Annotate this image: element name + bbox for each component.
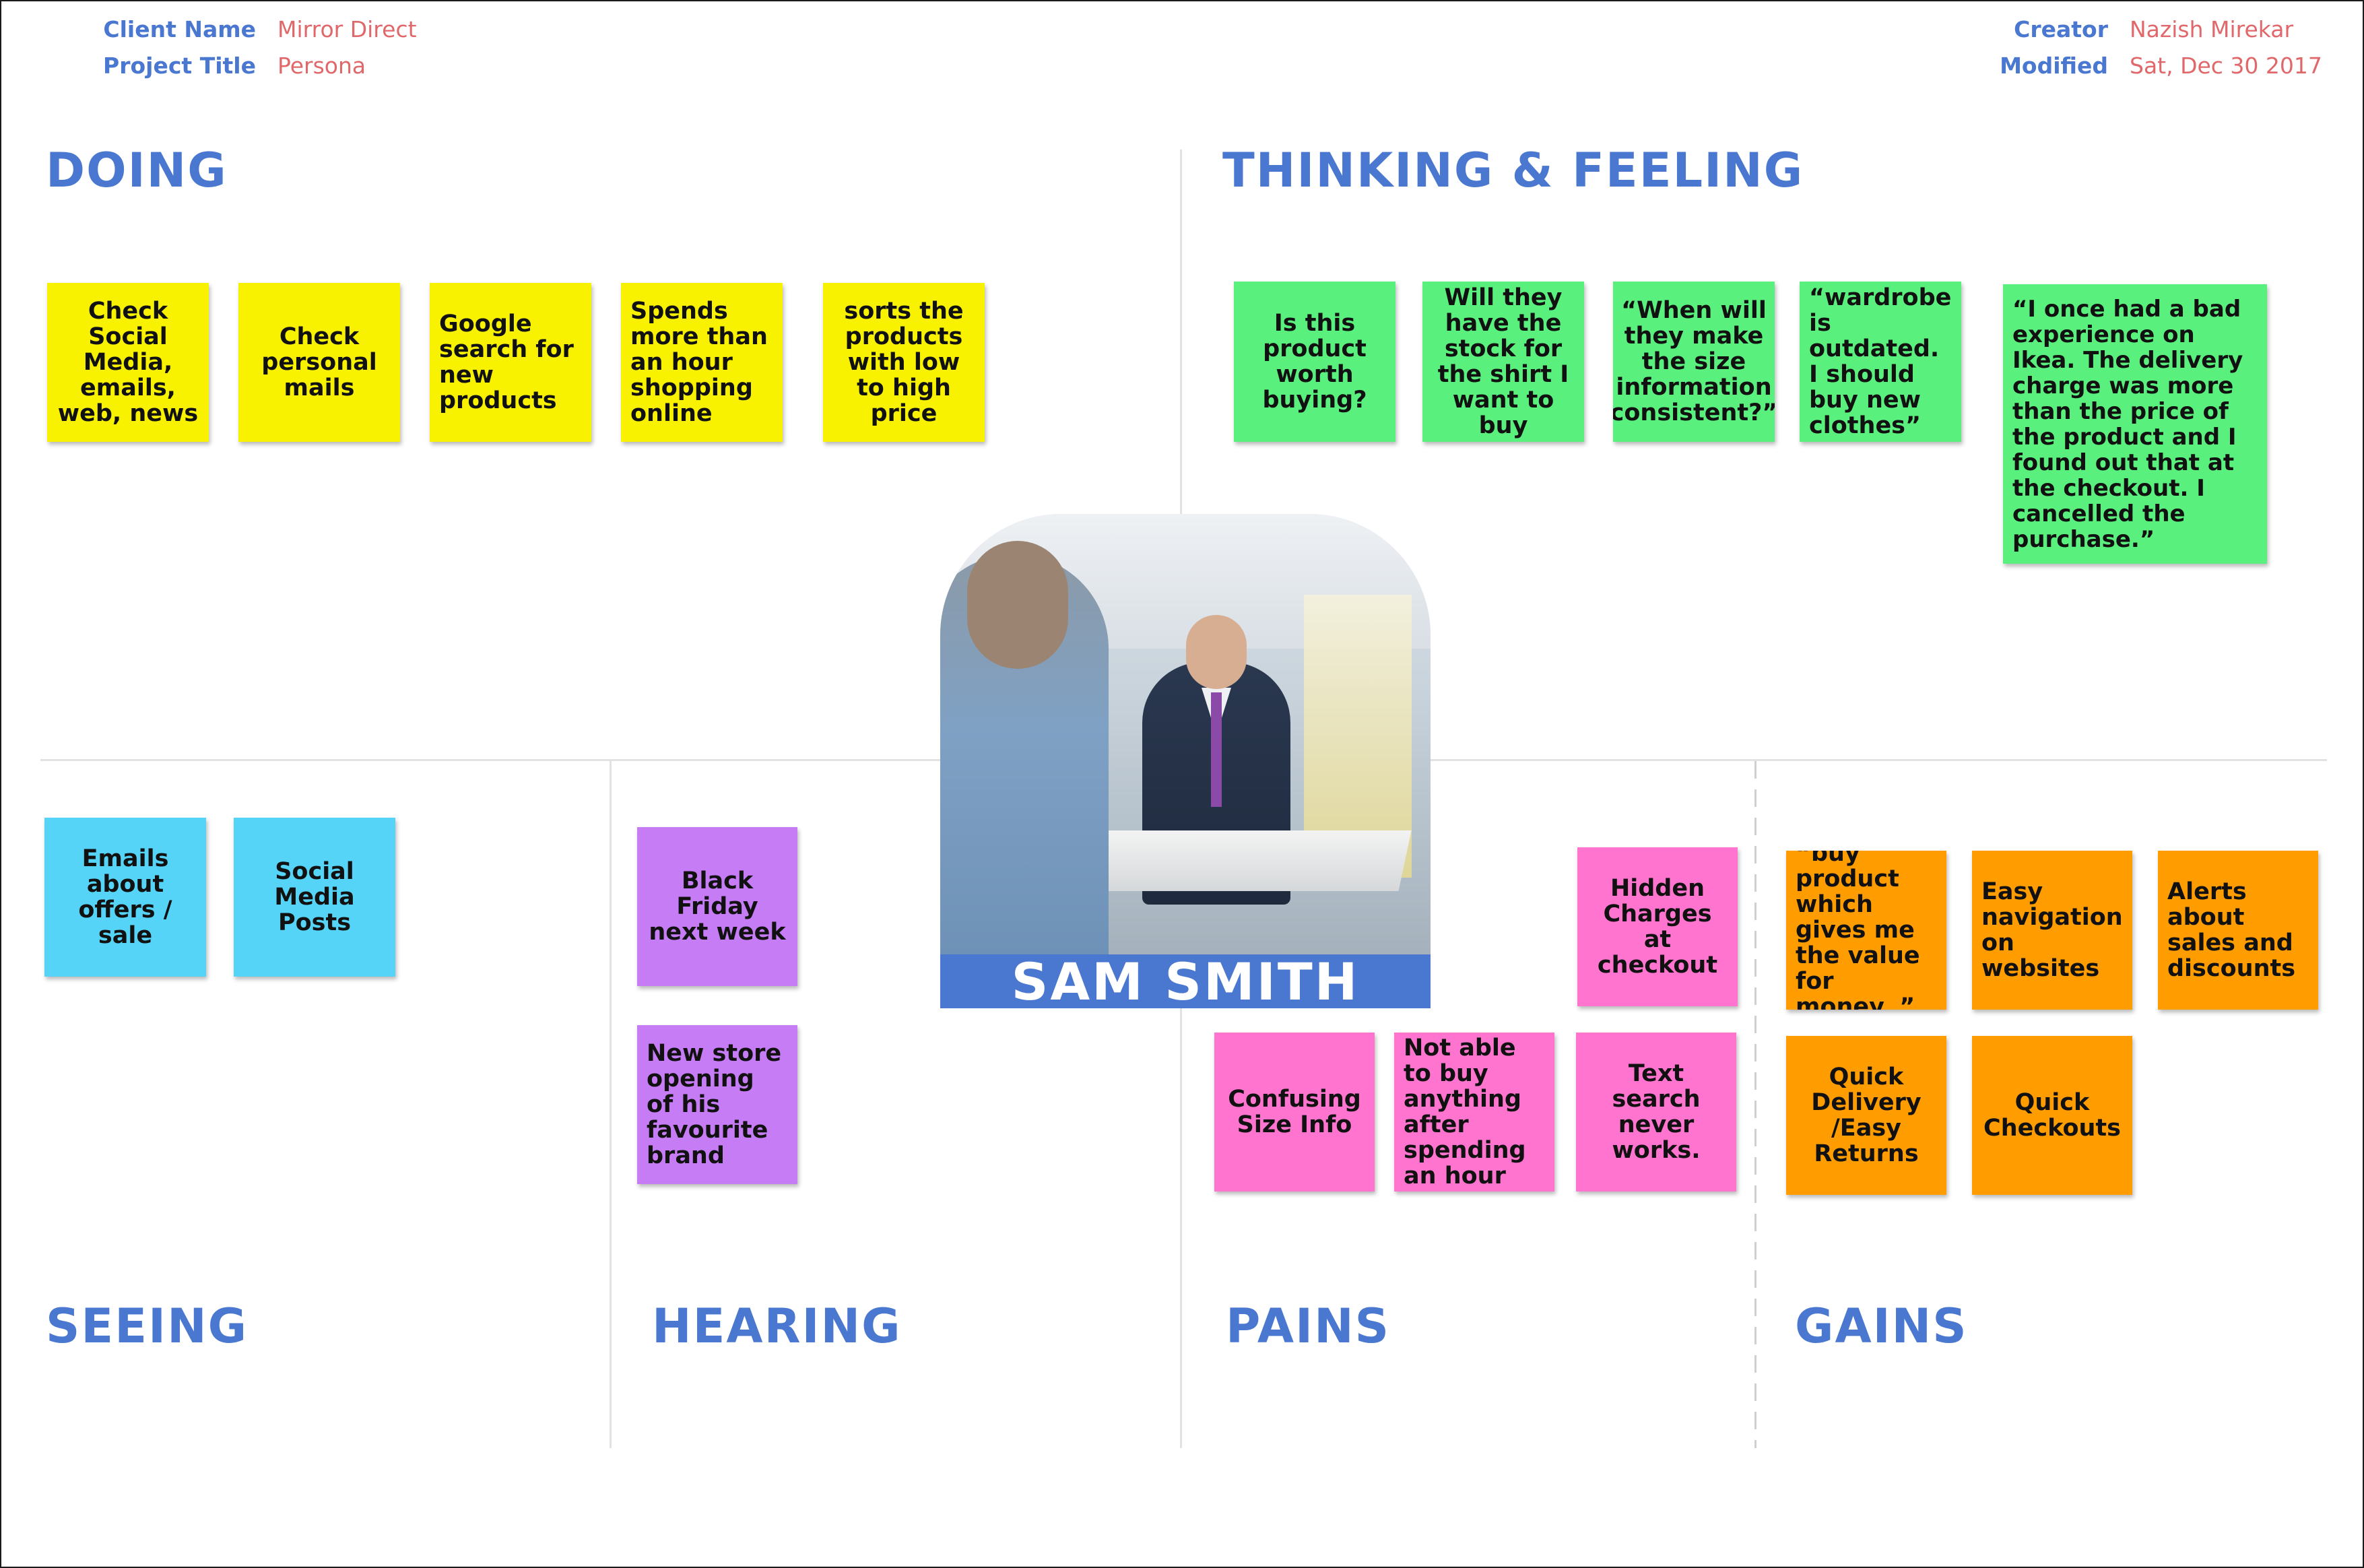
photo-head-seated (967, 541, 1068, 669)
project-title-value: Persona (277, 53, 366, 79)
sticky-note[interactable]: “buy product which gives me the value fo… (1786, 851, 1946, 1010)
sticky-note[interactable]: Not able to buy anything after spending … (1394, 1033, 1554, 1191)
sticky-note[interactable]: “When will they make the size informatio… (1613, 282, 1775, 442)
project-title-label: Project Title (103, 53, 256, 79)
modified-value: Sat, Dec 30 2017 (2130, 53, 2322, 79)
client-name-value: Mirror Direct (277, 16, 417, 42)
sticky-note[interactable]: “wardrobe is outdated. I should buy new … (1800, 282, 1961, 442)
sticky-note[interactable]: Check personal mails (238, 283, 400, 442)
divider-top-vertical (1180, 150, 1182, 759)
sticky-note[interactable]: Is this product worth buying? (1234, 282, 1396, 442)
sticky-note[interactable]: Easy navigation on websites (1972, 851, 2132, 1010)
sticky-note[interactable]: Hidden Charges at checkout (1577, 847, 1738, 1006)
creator-label: Creator (2014, 16, 2108, 42)
section-doing-title: DOING (46, 143, 228, 198)
client-name-label: Client Name (103, 16, 256, 42)
photo-head-standing (1186, 615, 1247, 689)
sticky-note[interactable]: Social Media Posts (234, 818, 395, 977)
divider-hearing-pains (1180, 761, 1182, 1448)
sticky-note[interactable]: Text search never works. (1576, 1033, 1736, 1191)
sticky-note[interactable]: Emails about offers / sale (44, 818, 206, 977)
photo-tie (1211, 692, 1222, 807)
section-seeing-title: SEEING (46, 1299, 249, 1354)
sticky-note[interactable]: Black Friday next week (637, 827, 797, 986)
sticky-note[interactable]: Spends more than an hour shopping online (621, 283, 783, 442)
section-pains-title: PAINS (1226, 1299, 1391, 1354)
meta-right: Creator Nazish Mirekar Modified Sat, Dec 3… (1940, 11, 2322, 84)
sticky-note[interactable]: Confusing Size Info (1214, 1033, 1375, 1191)
sticky-note[interactable]: “I once had a bad experience on Ikea. Th… (2003, 284, 2267, 564)
sticky-note[interactable]: Will they have the stock for the shirt I… (1422, 282, 1584, 442)
sticky-note[interactable]: Alerts about sales and discounts (2158, 851, 2318, 1010)
sticky-note[interactable]: New store opening of his favourite brand (637, 1025, 797, 1184)
persona-photo (940, 514, 1431, 1008)
sticky-note[interactable]: Quick Checkouts (1972, 1036, 2132, 1195)
sticky-note[interactable]: Check Social Media, emails, web, news (47, 283, 209, 442)
creator-value: Nazish Mirekar (2130, 16, 2294, 42)
sticky-note[interactable]: Quick Delivery /Easy Returns (1786, 1036, 1946, 1195)
modified-label: Modified (2000, 53, 2108, 79)
section-hearing-title: HEARING (652, 1299, 902, 1354)
meta-left: Client Name Mirror Direct Project Title Pe… (101, 11, 417, 84)
section-gains-title: GAINS (1795, 1299, 1968, 1354)
divider-seeing-hearing (610, 761, 612, 1448)
sticky-note[interactable]: sorts the products with low to high pric… (823, 283, 985, 442)
divider-pains-gains (1754, 761, 1756, 1448)
persona-name: SAM SMITH (940, 952, 1431, 1012)
section-thinking-title: THINKING & FEELING (1222, 143, 1804, 198)
sticky-note[interactable]: Google search for new products (430, 283, 591, 442)
